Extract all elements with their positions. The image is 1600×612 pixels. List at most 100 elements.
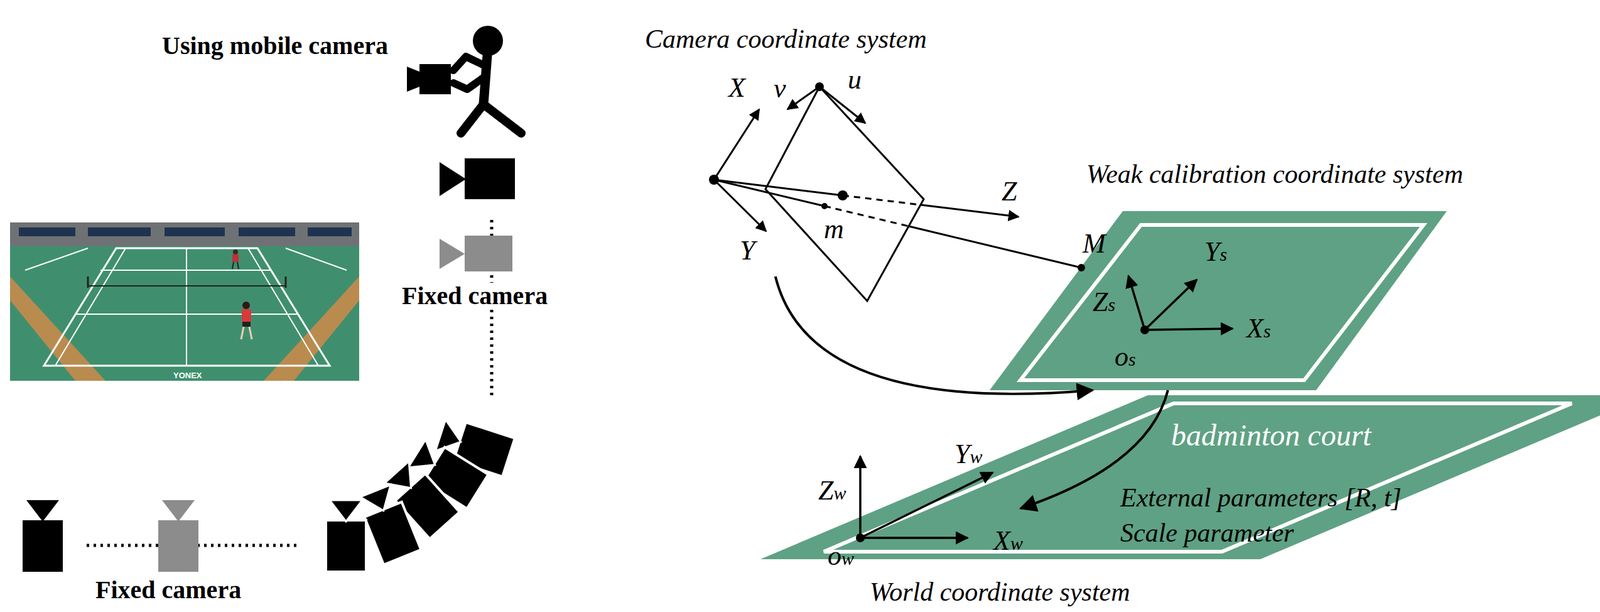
drawing-line (232, 261, 234, 269)
text-label: Fixed camera (399, 282, 551, 309)
drawing-rect (307, 227, 352, 237)
drawing-line (1144, 328, 1233, 330)
fixed-camera (22, 499, 63, 572)
axis-label: m (823, 214, 844, 244)
node-text-holder: World coordinate system (869, 577, 1131, 606)
drawing-polygon (765, 86, 924, 301)
axis-label-holder: m (823, 214, 844, 244)
text-label: Using mobile camera (162, 32, 389, 60)
axis-label: Zw (818, 475, 847, 505)
axis-label-holder: v (773, 74, 787, 103)
drawing-rect (241, 308, 252, 322)
drawing-line (460, 104, 484, 134)
drawing-polygon (329, 499, 363, 522)
text-label-holder: Fixed camera (399, 282, 551, 309)
drawing-line (237, 261, 239, 269)
axis-label-holder: Yw (954, 439, 983, 469)
court-line (823, 403, 1572, 552)
drawing-rect (164, 227, 225, 237)
drawing-line (920, 204, 1019, 217)
drawing-line (285, 276, 287, 288)
axis-label: Xs (1246, 313, 1271, 343)
drawing-g (325, 499, 367, 572)
node-title: Camera coordinate system (644, 25, 927, 53)
text-label-holder: Scale parameter (1120, 518, 1294, 547)
drawing-rect (10, 222, 360, 247)
drawing-line (55, 248, 126, 366)
axis-label-holder: Ys (1204, 237, 1228, 267)
axis-label-holder: Zs (1092, 287, 1116, 317)
axis-label: v (773, 74, 787, 103)
text-label-holder: Fixed camera (95, 576, 242, 603)
text-label: Scale parameter (1120, 518, 1294, 547)
drawing-rect (242, 321, 251, 327)
axis-label: u (847, 65, 862, 95)
drawing-line (713, 179, 825, 206)
drawing-rect (238, 227, 296, 237)
drawing-rect (22, 519, 63, 572)
axis-label: Z (1001, 177, 1017, 206)
drawing-rect (419, 64, 451, 95)
drawing-rect (232, 254, 239, 262)
drawing-circle (232, 249, 238, 255)
axis-label: M (1082, 229, 1106, 259)
axis-label-holder: ow (827, 541, 855, 571)
drawing-polygon (439, 162, 466, 196)
drawing-polygon (26, 499, 60, 522)
node-title: badminton court (1171, 419, 1372, 451)
curved-arrow (775, 276, 1093, 394)
drawing-line (87, 285, 286, 287)
drawing-line (713, 179, 843, 196)
axis-label: Zs (1092, 287, 1116, 317)
drawing-line (248, 248, 319, 366)
axis-label-holder: Zw (818, 475, 847, 505)
drawing-rect (87, 227, 151, 237)
axis-label: Yw (954, 439, 983, 469)
text-label-holder: External parameters [R, t] (1120, 483, 1402, 512)
axis-label: os (1114, 342, 1136, 372)
drawing-rect (464, 158, 515, 200)
axis-label: X (728, 73, 746, 103)
plane-fill (989, 210, 1447, 390)
weak-axes (1128, 275, 1233, 335)
axis-label: Xw (993, 526, 1023, 556)
drawing-polygon (43, 248, 330, 366)
axis-label-holder: Xw (993, 526, 1023, 556)
camera-frame (708, 82, 1086, 301)
drawing-line (249, 326, 252, 340)
drawing-rect (158, 519, 199, 572)
camera-system: Camera coordinate system (703, 75, 1055, 277)
node-title-holder: badminton court (1171, 419, 1372, 451)
drawing-circle (821, 202, 828, 210)
drawing-rect (18, 227, 76, 237)
drawing-line (241, 326, 244, 340)
text-label: External parameters [R, t] (1120, 483, 1402, 512)
drawing-line (860, 536, 968, 539)
drawing-line (859, 455, 862, 538)
drawing-circle (1140, 325, 1150, 335)
axis-label: Ys (1204, 237, 1228, 267)
drawing-line (285, 248, 347, 271)
drawing-line (908, 226, 1082, 268)
text-label: Fixed camera (95, 576, 242, 603)
text-label: YONEX (173, 371, 203, 380)
drawing-line (842, 195, 921, 205)
court-photo (10, 222, 360, 381)
drawing-rect (364, 501, 421, 565)
drawing-line (1144, 279, 1197, 330)
drawing-line (713, 109, 760, 180)
drawing-line (483, 104, 522, 134)
person-with-camera (406, 25, 522, 134)
axis-label-holder: Y (739, 236, 755, 265)
node-title: Weak calibration coordinate system (1086, 160, 1464, 188)
court-line (1020, 224, 1424, 380)
drawing-rect (464, 235, 513, 272)
text-label-holder: YONEX (173, 369, 203, 381)
drawing-circle (242, 301, 250, 309)
axis-label: ow (827, 541, 855, 571)
drawing-line (860, 472, 993, 538)
drawing-line (1128, 275, 1145, 330)
